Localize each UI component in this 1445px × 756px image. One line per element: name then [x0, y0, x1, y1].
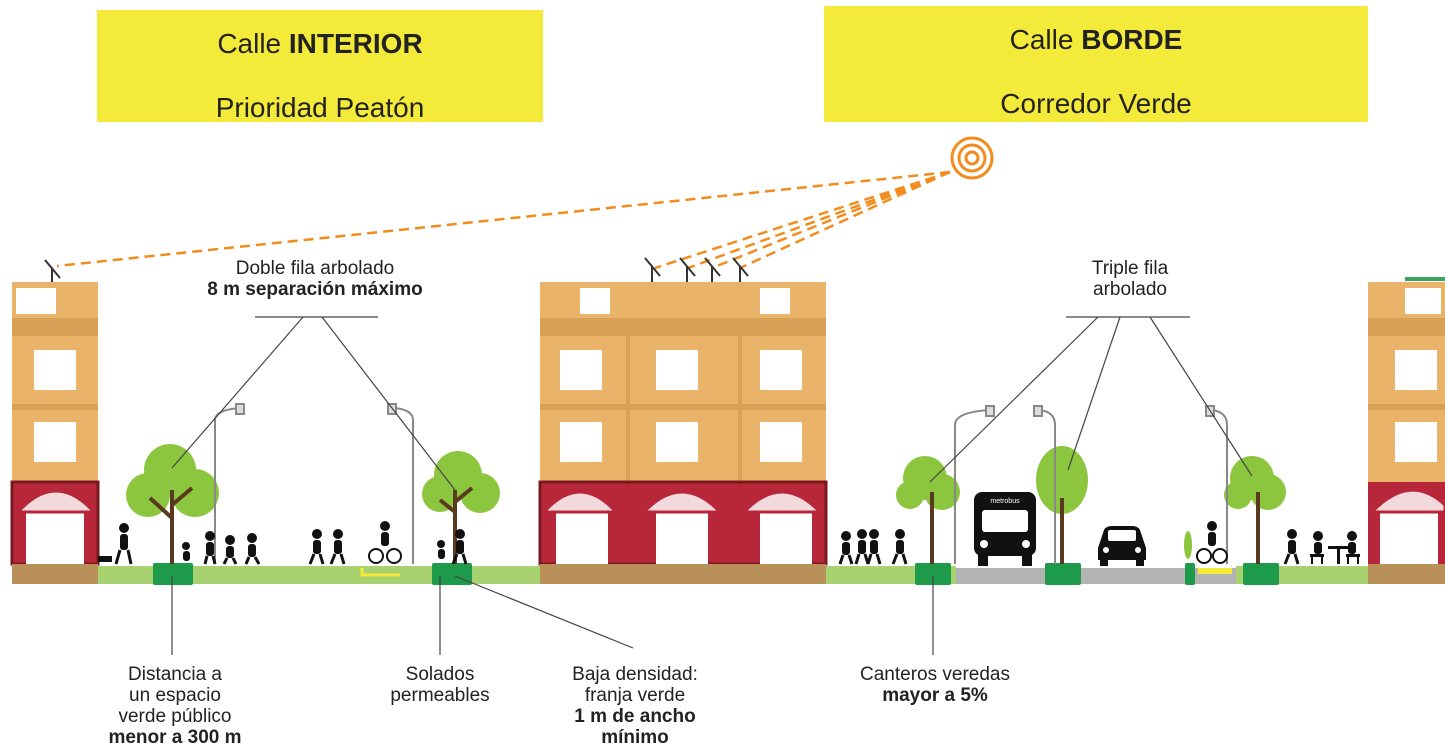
label-solados-line2: permeables — [390, 685, 490, 706]
ground — [12, 564, 1445, 584]
label-doble-fila-line2: 8 m separación máximo — [207, 279, 423, 300]
label-canteros-line1: Canteros veredas — [860, 664, 1010, 685]
building-right — [1368, 277, 1445, 564]
label-canteros: Canteros veredas mayor a 5% — [830, 664, 1040, 706]
sun-rays — [56, 170, 951, 270]
sun-icon — [950, 136, 994, 180]
label-triple-fila-line2: arbolado — [1093, 279, 1167, 300]
label-solados-line1: Solados — [405, 664, 475, 685]
label-baja-densidad: Baja densidad: franja verde 1 m de ancho… — [545, 664, 725, 748]
label-triple-fila: Triple fila arbolado — [1040, 258, 1220, 300]
label-baja-densidad-line2: franja verde — [584, 685, 686, 706]
building-left — [10, 282, 100, 566]
title-box-borde: Calle BORDE Corredor Verde — [824, 6, 1368, 122]
title-borde: Calle BORDE — [1009, 24, 1183, 55]
title-interior: Calle INTERIOR — [217, 28, 423, 59]
green-planters — [153, 563, 1279, 585]
label-baja-densidad-line4: mínimo — [601, 727, 669, 748]
solar-panel-icon — [44, 257, 749, 282]
bus-sign: metrobus — [990, 498, 1020, 505]
label-distancia-line3: verde público — [118, 706, 232, 727]
label-distancia: Distancia a un espacio verde público men… — [70, 664, 280, 748]
label-doble-fila-line1: Doble fila arbolado — [235, 258, 395, 279]
label-distancia-line1: Distancia a — [128, 664, 222, 685]
leader-lines — [171, 316, 1253, 655]
label-triple-fila-line1: Triple fila — [1091, 258, 1169, 279]
label-distancia-line4: menor a 300 m — [108, 727, 242, 748]
pedestrian-icons — [98, 521, 1360, 565]
label-distancia-line2: un espacio — [129, 685, 221, 706]
subtitle-borde: Corredor Verde — [1000, 88, 1192, 119]
tree-icon — [126, 444, 1286, 564]
label-solados: Solados permeables — [360, 664, 520, 706]
label-baja-densidad-line1: Baja densidad: — [572, 664, 698, 685]
bus-icon: metrobus — [974, 492, 1036, 566]
car-icon — [1098, 526, 1146, 566]
building-center — [538, 282, 828, 566]
subtitle-interior: Prioridad Peatón — [215, 92, 425, 123]
label-baja-densidad-line3: 1 m de ancho — [574, 706, 696, 727]
label-canteros-line2: mayor a 5% — [882, 685, 988, 706]
label-doble-fila: Doble fila arbolado 8 m separación máxim… — [170, 258, 460, 300]
title-box-interior: Calle INTERIOR Prioridad Peatón — [97, 10, 543, 123]
